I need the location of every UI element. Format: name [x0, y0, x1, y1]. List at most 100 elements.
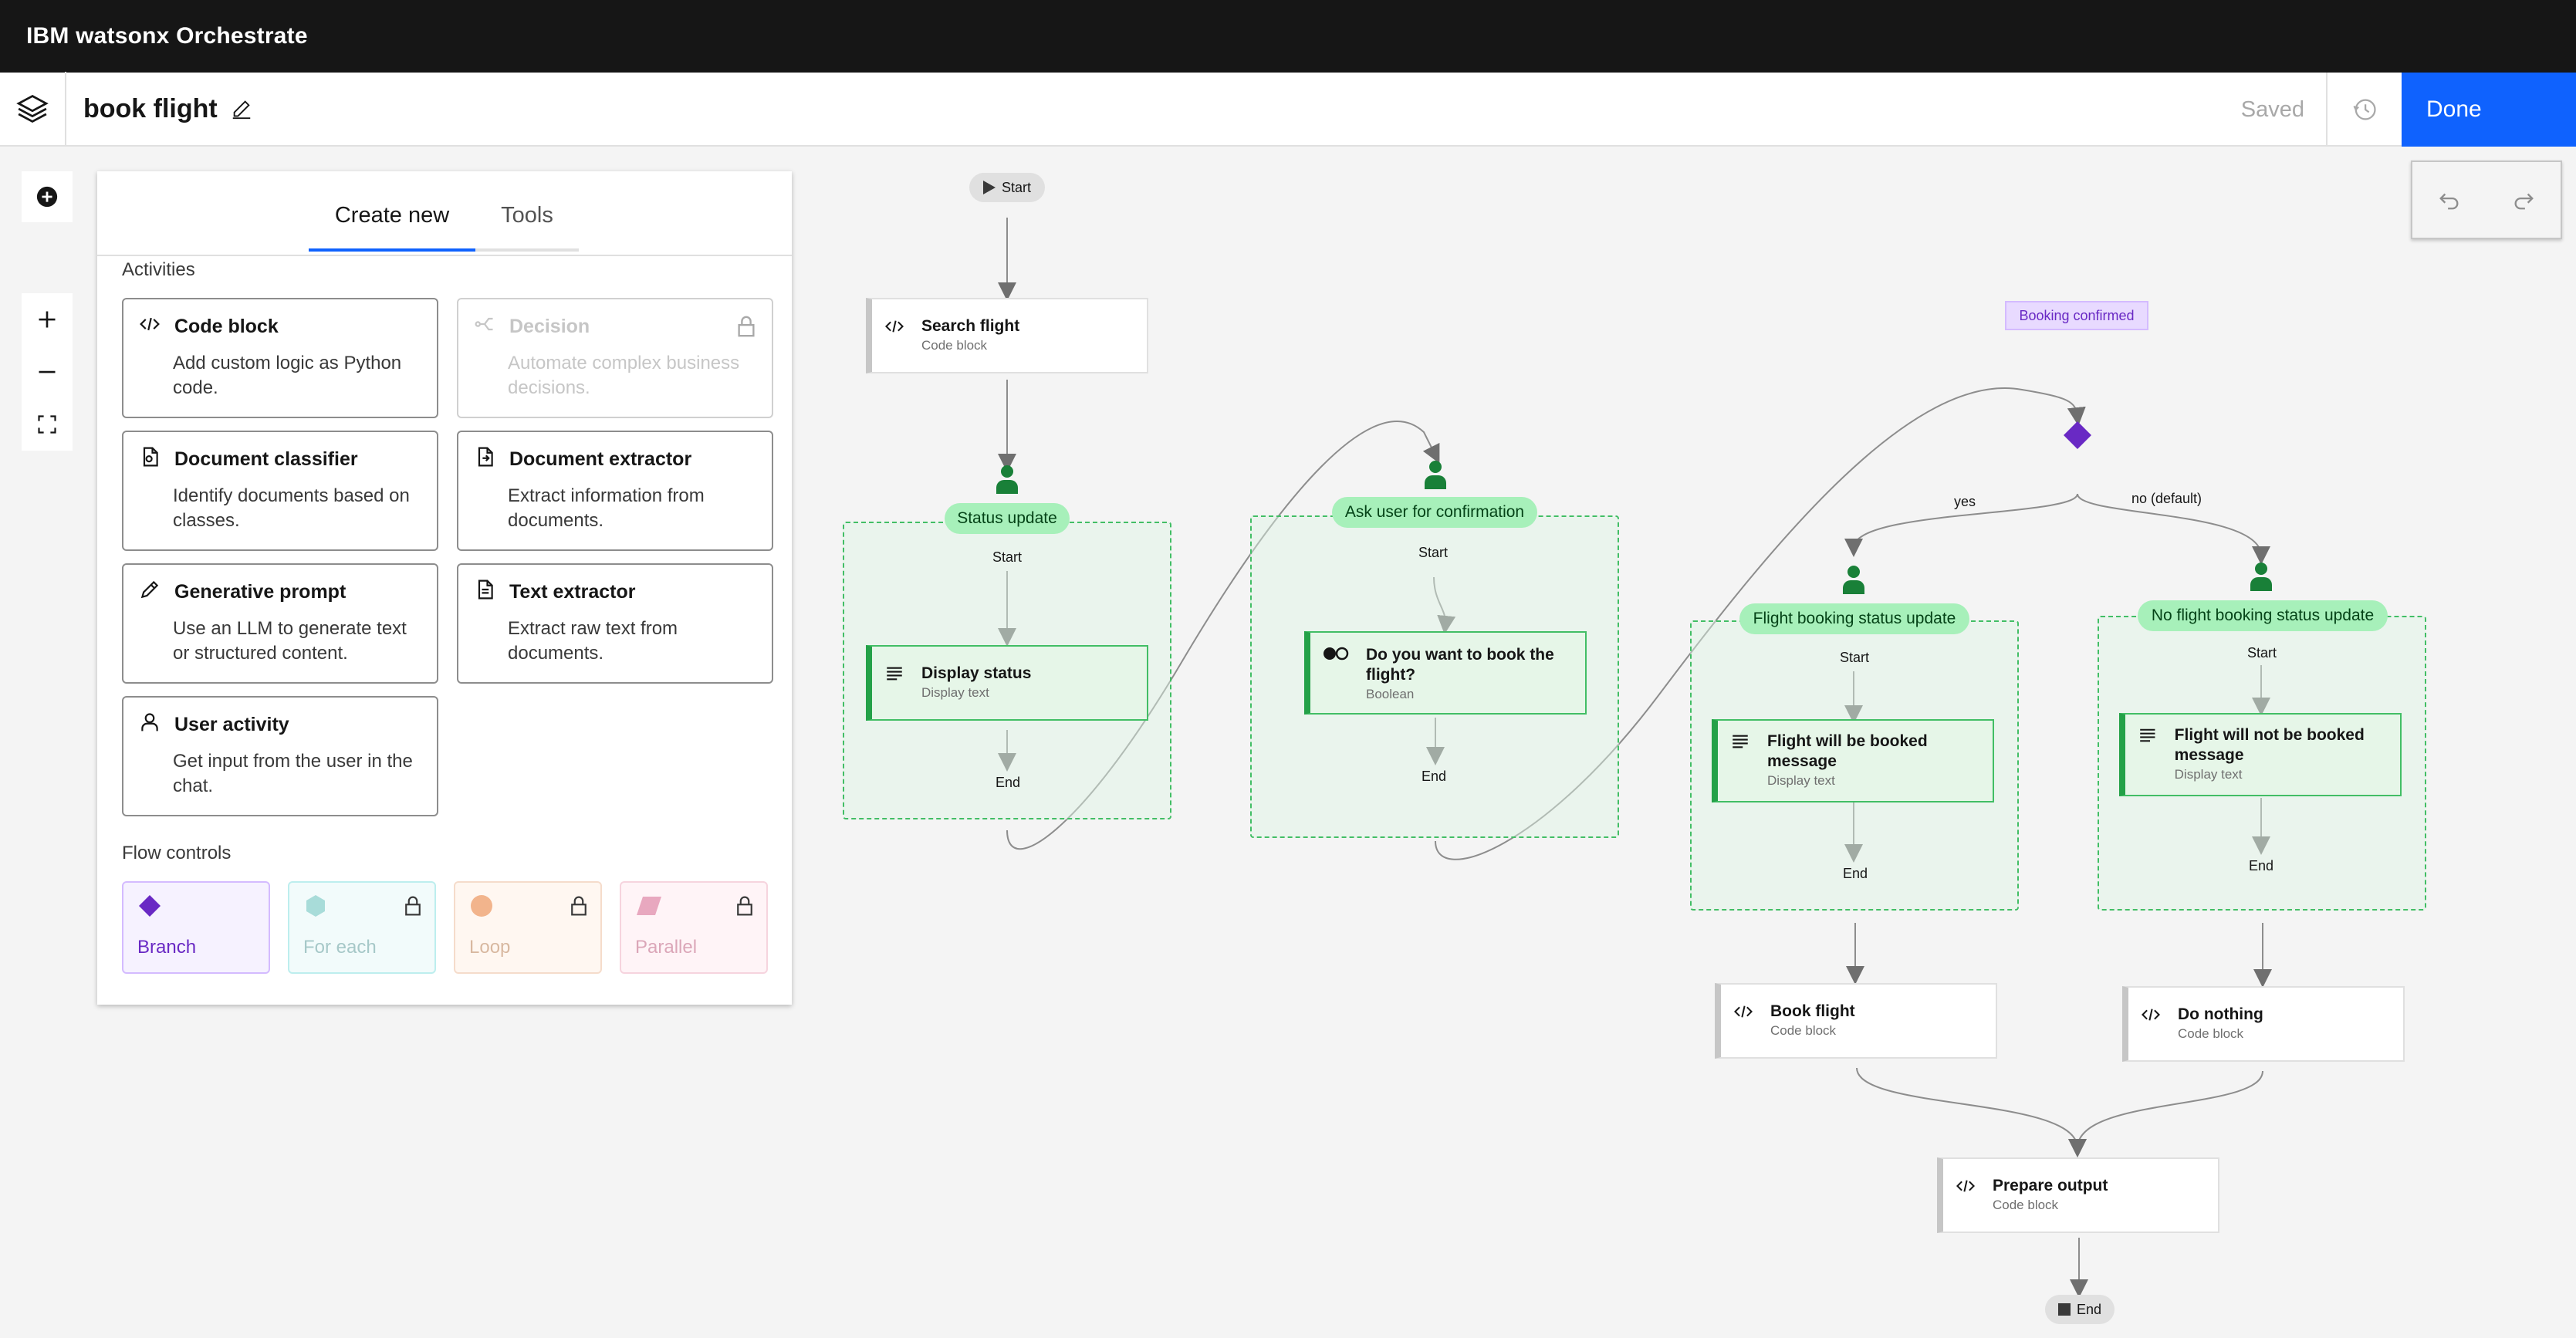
fit-to-screen-icon[interactable] — [22, 398, 73, 451]
group-label: Ask user for confirmation — [1332, 497, 1537, 528]
node-title: Flight will not be booked message — [2174, 726, 2365, 764]
node-subtitle: Code block — [1993, 1198, 2059, 1212]
node-title: Flight will be booked message — [1767, 732, 1928, 770]
undo-icon[interactable] — [2412, 162, 2486, 238]
flow-name: book flight — [83, 93, 218, 123]
code-icon — [139, 313, 161, 340]
branch-label: Booking confirmed — [2005, 301, 2148, 330]
branch-yes-label: yes — [1954, 494, 1976, 509]
tab-tools[interactable]: Tools — [475, 182, 579, 252]
activity-desc: Extract raw text from documents. — [508, 618, 678, 664]
display-text-icon — [2140, 728, 2155, 742]
group-label: Flight booking status update — [1739, 603, 1969, 634]
flow-control-parallel: Parallel — [620, 881, 768, 974]
zoom-controls — [22, 293, 73, 451]
activity-name: Text extractor — [509, 581, 636, 603]
activity-card-generative-prompt[interactable]: Generative prompt Use an LLM to generate… — [122, 563, 438, 684]
app-title: IBM watsonx Orchestrate — [26, 23, 308, 49]
boolean-toggle-icon — [1323, 647, 1349, 661]
flow-end: End — [2045, 1295, 2115, 1324]
activity-desc: Extract information from documents. — [508, 485, 705, 531]
activity-palette: Create new Tools Activities Code block A… — [97, 171, 792, 1005]
stop-icon — [2057, 1303, 2071, 1316]
node-subtitle: Display text — [921, 685, 989, 700]
history-icon[interactable] — [2326, 73, 2402, 147]
play-icon — [982, 181, 996, 194]
flow-control-loop: Loop — [454, 881, 602, 974]
lock-icon — [735, 895, 754, 921]
palette-tabs: Create new Tools — [309, 182, 579, 252]
activity-desc: Add custom logic as Python code. — [173, 353, 402, 398]
node-subtitle: Code block — [1770, 1023, 1837, 1038]
layers-icon[interactable] — [0, 72, 66, 146]
flow-start: Start — [969, 173, 1045, 202]
activities-heading: Activities — [122, 259, 195, 280]
branch-diamond-icon[interactable] — [2062, 420, 2093, 451]
activity-name: Generative prompt — [174, 581, 347, 603]
flow-control-label: Loop — [469, 937, 511, 958]
branch-icon — [139, 895, 161, 917]
parallel-icon — [637, 897, 661, 915]
activity-card-user-activity[interactable]: User activity Get input from the user in… — [122, 696, 438, 816]
start-label: Start — [1001, 179, 1031, 195]
activity-name: Decision — [509, 316, 590, 337]
activity-name: User activity — [174, 714, 289, 735]
activity-card-decision: Decision Automate complex business decis… — [457, 298, 773, 418]
flow-toolbar: book flight Saved Done — [0, 72, 2576, 147]
user-activity-icon — [2250, 563, 2272, 591]
inner-end-label: End — [996, 775, 1021, 790]
node-title: Search flight — [921, 317, 1020, 335]
display-text-icon — [1733, 735, 1748, 748]
flow-control-branch[interactable]: Branch — [122, 881, 270, 974]
branch-no-label: no (default) — [2131, 491, 2202, 506]
activity-name: Document classifier — [174, 448, 358, 470]
group-label: No flight booking status update — [2138, 600, 2388, 631]
zoom-out-icon[interactable] — [22, 346, 73, 398]
inner-end-label: End — [2249, 858, 2274, 873]
activity-card-code-block[interactable]: Code block Add custom logic as Python co… — [122, 298, 438, 418]
node-title: Do nothing — [2178, 1005, 2263, 1023]
activity-desc: Get input from the user in the chat. — [173, 751, 413, 796]
activity-card-document-classifier[interactable]: Document classifier Identify documents b… — [122, 431, 438, 551]
add-activity-button[interactable] — [22, 171, 73, 222]
redo-icon[interactable] — [2486, 162, 2561, 238]
lock-icon — [570, 895, 588, 921]
node-subtitle: Code block — [2178, 1026, 2244, 1041]
zoom-in-icon[interactable] — [22, 293, 73, 346]
node-confirm-question[interactable]: Do you want to book the flight?Boolean — [1304, 631, 1587, 715]
activity-card-text-extractor[interactable]: Text extractor Extract raw text from doc… — [457, 563, 773, 684]
tab-divider — [97, 255, 792, 256]
node-subtitle: Code block — [921, 338, 988, 353]
inner-start-label: Start — [2247, 645, 2277, 661]
display-text-icon — [887, 667, 902, 681]
user-activity-icon — [1425, 461, 1446, 489]
flow-controls-heading: Flow controls — [122, 843, 232, 863]
top-header: IBM watsonx Orchestrate — [0, 0, 2576, 73]
inner-start-label: Start — [1840, 650, 1870, 665]
for-each-icon — [306, 895, 325, 917]
tab-create-new[interactable]: Create new — [309, 182, 475, 252]
activity-card-document-extractor[interactable]: Document extractor Extract information f… — [457, 431, 773, 551]
activity-desc: Use an LLM to generate text or structure… — [173, 618, 407, 664]
flow-control-label: Parallel — [635, 937, 698, 958]
document-classifier-icon — [139, 446, 161, 473]
edit-name-icon[interactable] — [230, 97, 253, 120]
activity-name: Document extractor — [509, 448, 692, 470]
inner-start-label: Start — [1418, 545, 1449, 560]
saved-status: Saved — [2240, 96, 2304, 122]
undo-redo-controls — [2411, 160, 2562, 239]
node-title: Prepare output — [1993, 1177, 2108, 1194]
done-button[interactable]: Done — [2402, 73, 2576, 147]
end-label: End — [2076, 1301, 2102, 1317]
lock-icon — [736, 315, 756, 342]
activity-desc: Automate complex business decisions. — [508, 353, 740, 398]
loop-icon — [471, 895, 492, 917]
flow-control-label: Branch — [137, 937, 197, 958]
